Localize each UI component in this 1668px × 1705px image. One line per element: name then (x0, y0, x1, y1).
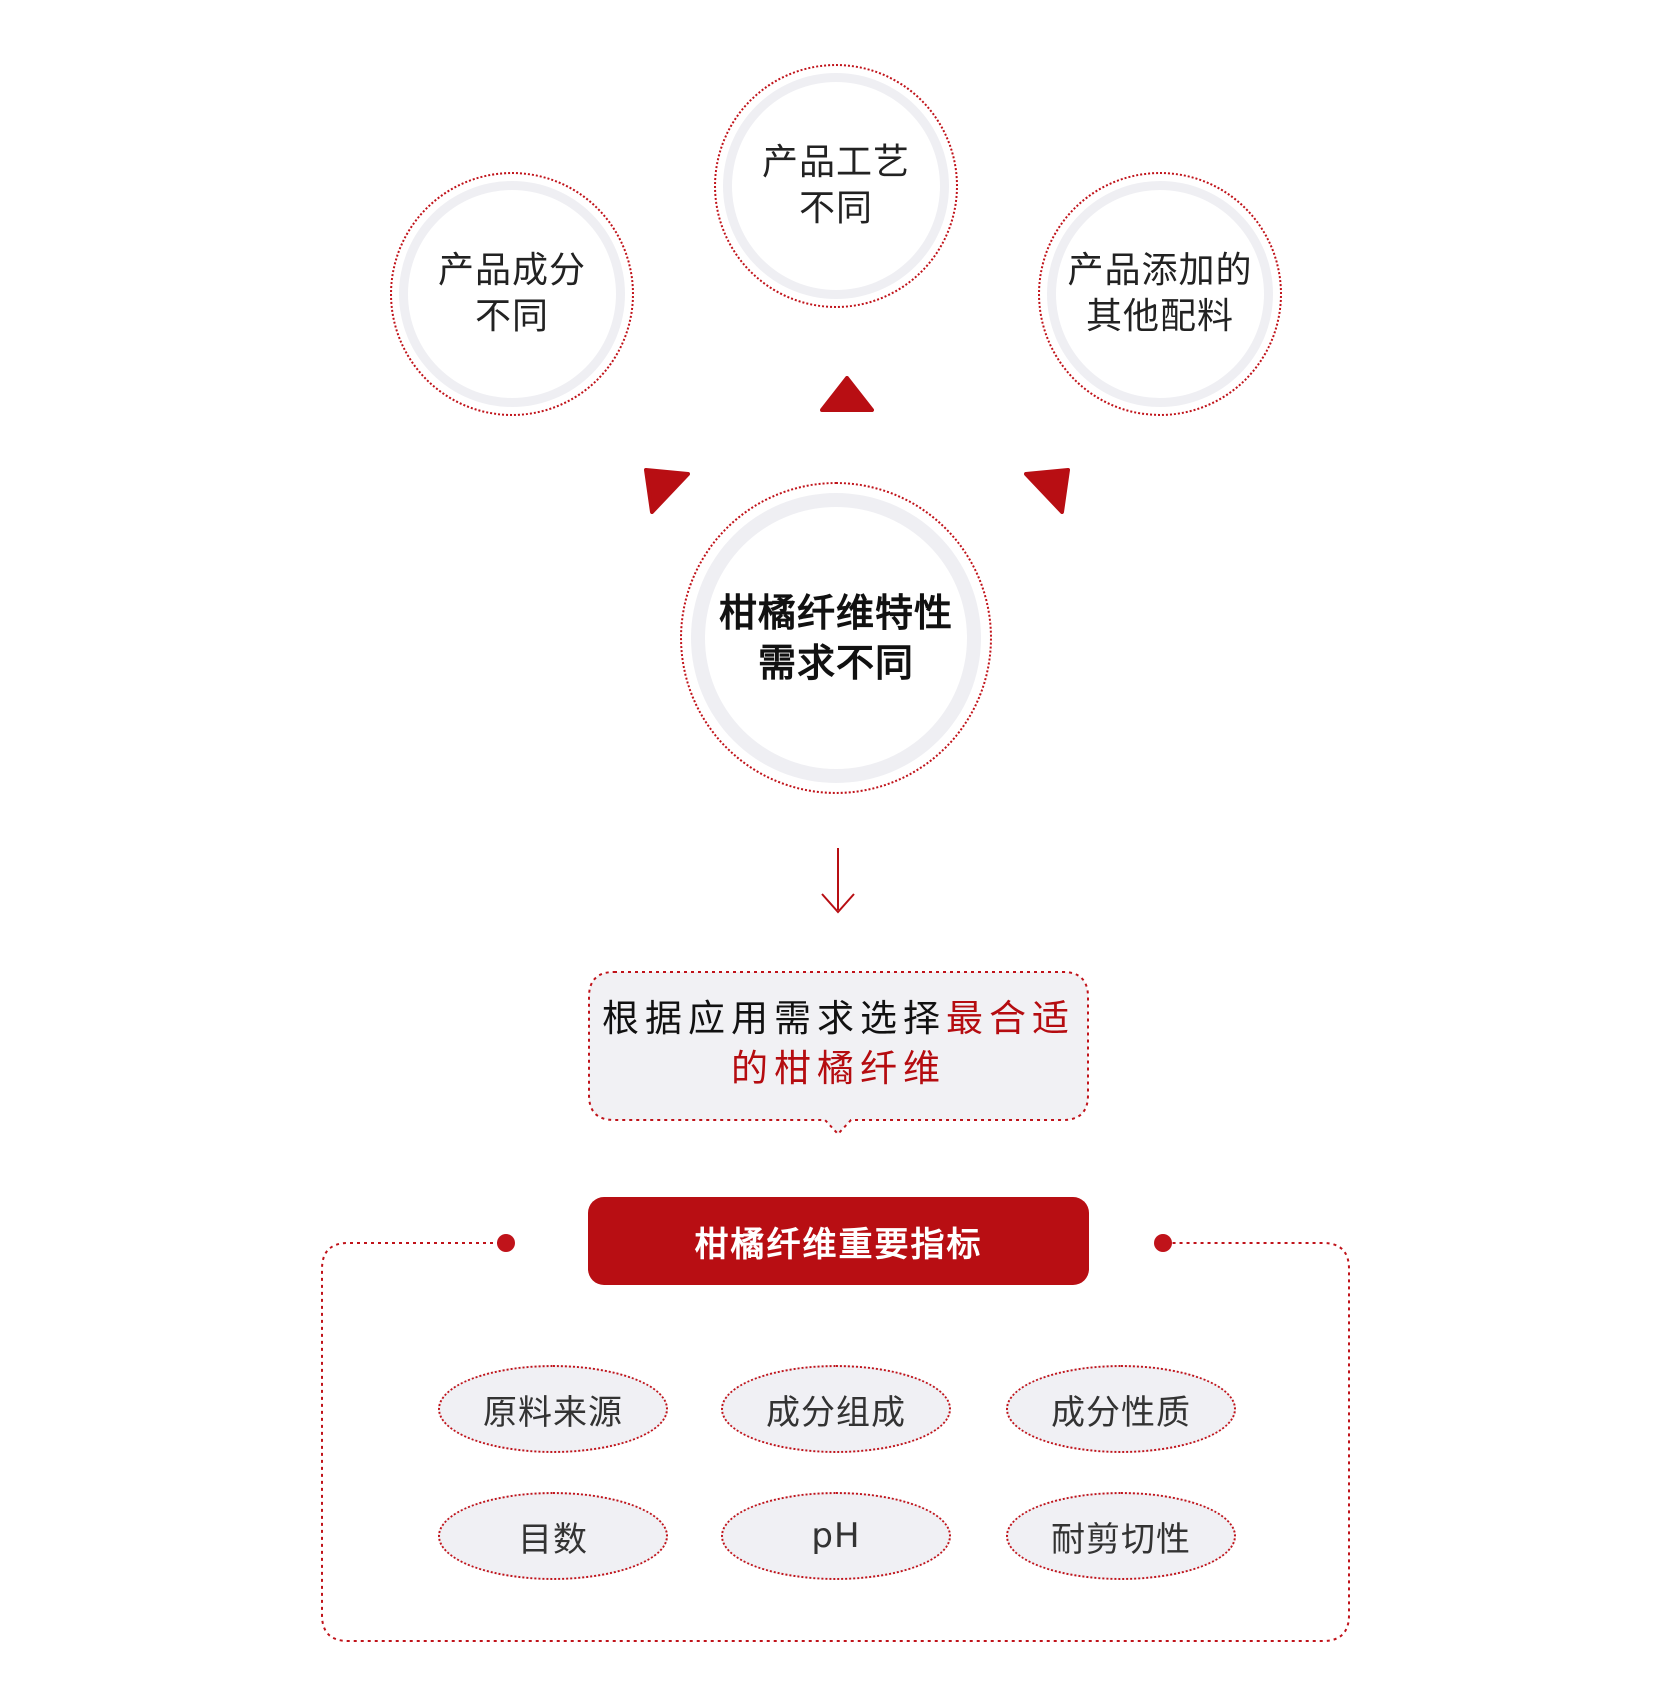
callout-line1-normal: 根据应用需求选择 (602, 997, 946, 1040)
circle-ingredients-label: 产品成分 不同 (437, 250, 586, 337)
indicator-label: 成分组成 (766, 1392, 906, 1433)
triangle-up (820, 376, 874, 412)
indicators-header: 柑橘纤维重要指标 (588, 1197, 1089, 1285)
circle-additives-label: 产品添加的 其他配料 (1067, 250, 1253, 337)
callout-line1-highlight: 最合适 (946, 997, 1075, 1040)
indicator-item: 目数 (438, 1492, 668, 1580)
callout-outline (588, 971, 1089, 1136)
frame-dot-right (1154, 1234, 1172, 1252)
callout-box: 根据应用需求选择最合适 的柑橘纤维 (589, 972, 1088, 1120)
indicator-label: 原料来源 (483, 1392, 623, 1433)
circle-ingredients: 产品成分 不同 (390, 172, 634, 416)
circle-center-label: 柑橘纤维特性 需求不同 (718, 591, 953, 685)
indicator-item: 耐剪切性 (1006, 1492, 1236, 1580)
indicator-label: 目数 (518, 1519, 588, 1560)
triangle-upleft (644, 468, 690, 514)
circle-additives: 产品添加的 其他配料 (1038, 172, 1282, 416)
circle-process-label: 产品工艺 不同 (761, 142, 910, 229)
indicators-title: 柑橘纤维重要指标 (694, 1224, 983, 1265)
indicator-label: 成分性质 (1051, 1392, 1191, 1433)
indicator-item: pH (721, 1492, 951, 1580)
indicator-item: 成分组成 (721, 1365, 951, 1453)
circle-center: 柑橘纤维特性 需求不同 (680, 482, 992, 794)
callout-text: 根据应用需求选择最合适 的柑橘纤维 (589, 994, 1088, 1094)
triangle-upright (1024, 468, 1070, 514)
indicator-item: 原料来源 (438, 1365, 668, 1453)
indicator-item: 成分性质 (1006, 1365, 1236, 1453)
callout-line2-highlight: 的柑橘纤维 (731, 1047, 946, 1090)
indicator-label: pH (811, 1516, 861, 1556)
indicator-label: 耐剪切性 (1051, 1519, 1191, 1560)
frame-dot-left (497, 1234, 515, 1252)
circle-process: 产品工艺 不同 (714, 64, 958, 308)
down-arrow-icon (821, 848, 855, 914)
